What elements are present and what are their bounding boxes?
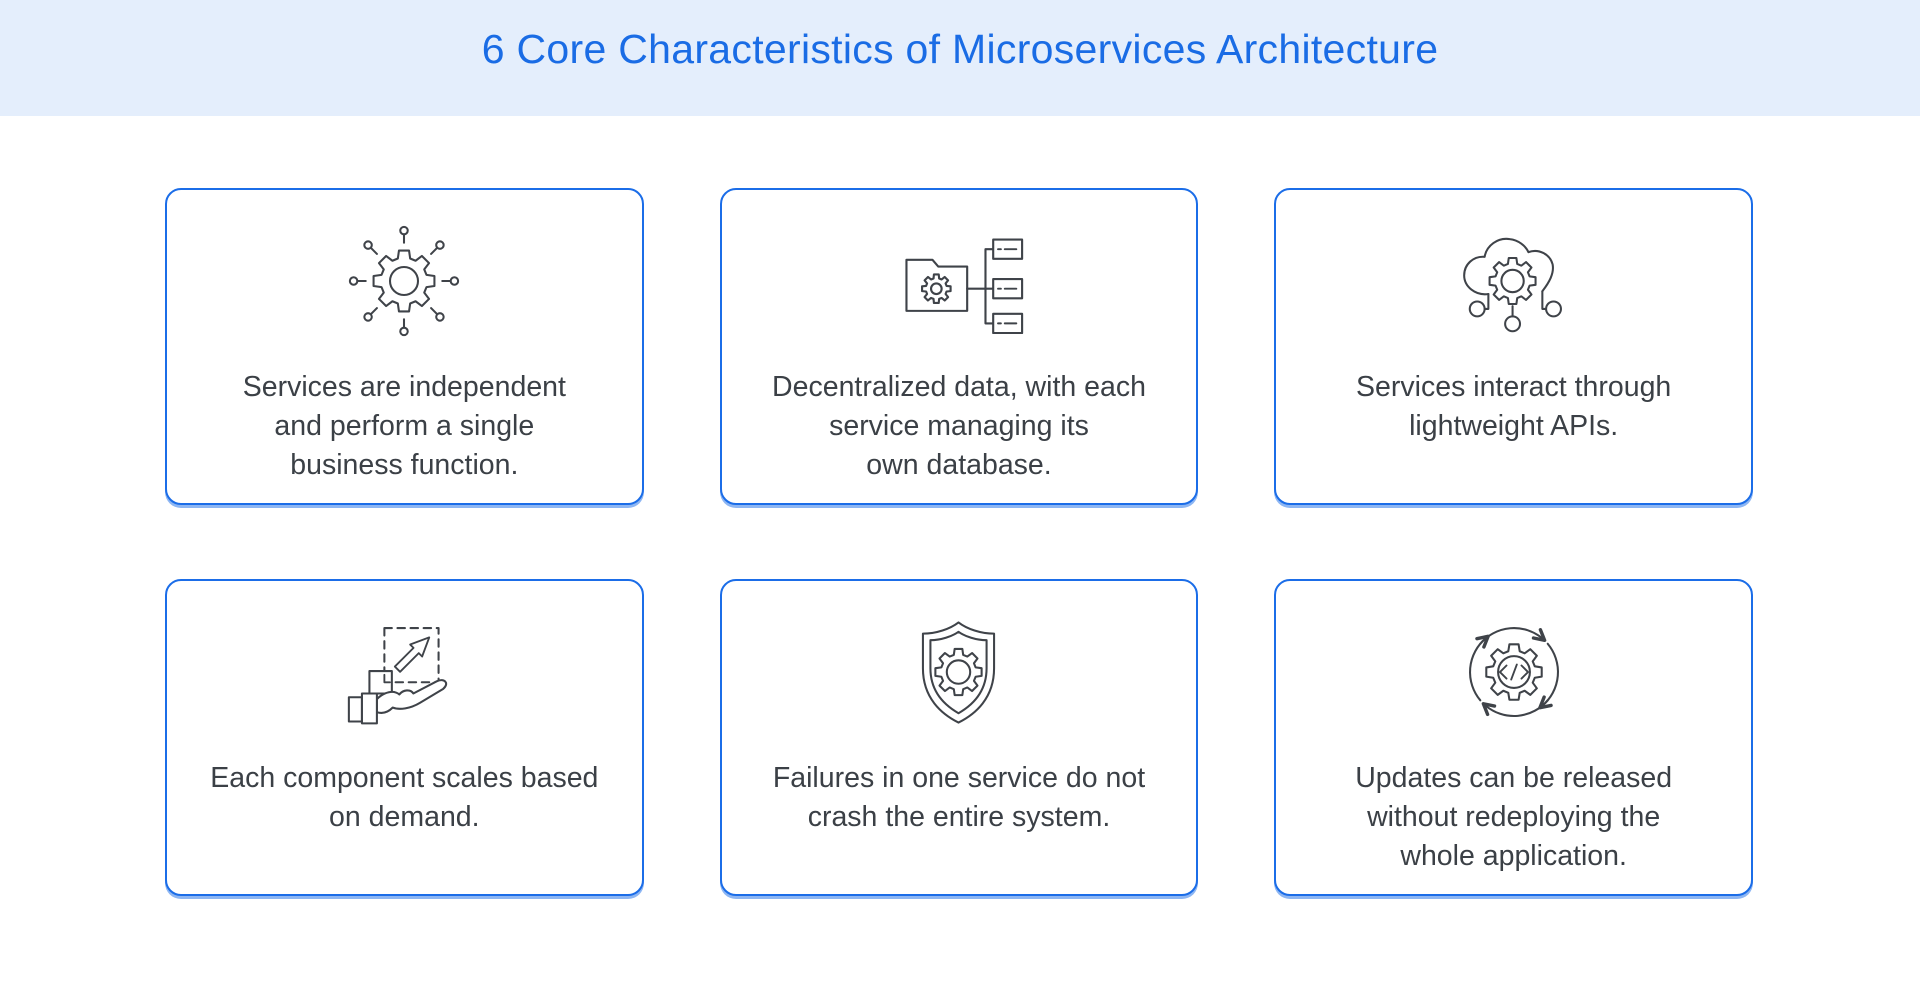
card-lightweight-apis: Services interact through lightweight AP… bbox=[1274, 188, 1753, 505]
shield-gear-icon bbox=[907, 613, 1010, 731]
card-independent-updates: Updates can be released without redeploy… bbox=[1274, 579, 1753, 896]
card-text: Decentralized data, with each service ma… bbox=[772, 371, 1146, 481]
card-scaling: Each component scales based on demand. bbox=[165, 579, 644, 896]
network-gear-icon bbox=[348, 222, 460, 340]
devops-cycle-gear-icon bbox=[1453, 613, 1575, 731]
card-text: Updates can be released without redeploy… bbox=[1355, 762, 1673, 872]
folder-services-tree-icon bbox=[891, 222, 1026, 340]
card-text: Services interact through lightweight AP… bbox=[1356, 371, 1672, 442]
infographic-page: 6 Core Characteristics of Microservices … bbox=[0, 0, 1920, 896]
card-independent-services: Services are independent and perform a s… bbox=[165, 188, 644, 505]
card-text: Each component scales based on demand. bbox=[210, 762, 599, 833]
hand-scaling-icon bbox=[343, 613, 465, 731]
card-decentralized-data: Decentralized data, with each service ma… bbox=[719, 188, 1199, 505]
cards-grid: Services are independent and perform a s… bbox=[0, 116, 1920, 896]
card-text: Services are independent and perform a s… bbox=[242, 371, 566, 481]
header-banner: 6 Core Characteristics of Microservices … bbox=[0, 0, 1920, 116]
page-title: 6 Core Characteristics of Microservices … bbox=[481, 25, 1439, 72]
cloud-api-gear-icon bbox=[1453, 222, 1574, 340]
card-fault-isolation: Failures in one service do not crash the… bbox=[719, 579, 1199, 896]
card-text: Failures in one service do not crash the… bbox=[772, 762, 1146, 833]
